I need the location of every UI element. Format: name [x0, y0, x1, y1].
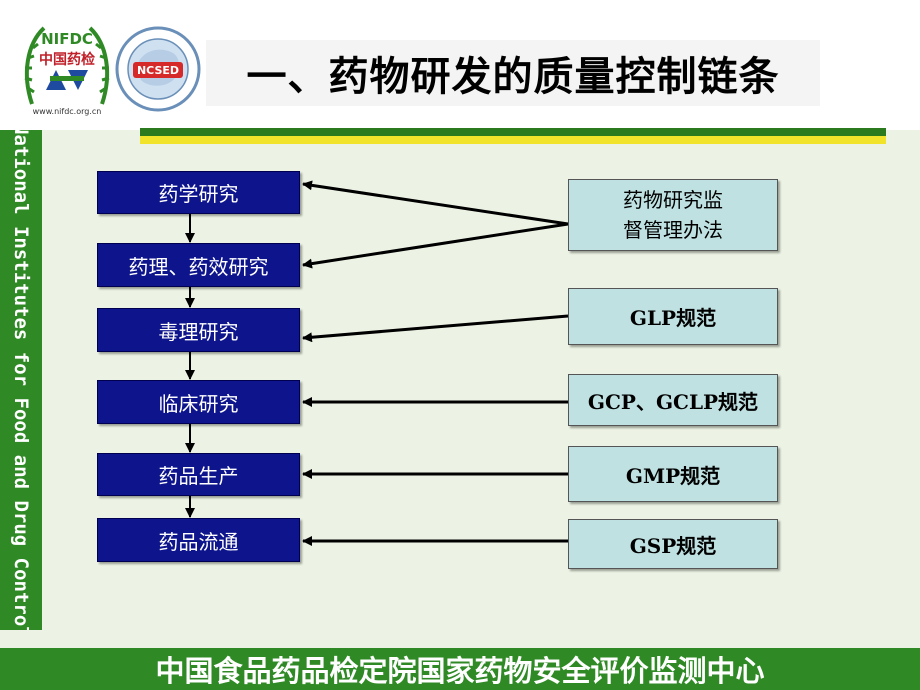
- reg-gcp-gclp: GCP、GCLP规范: [568, 374, 778, 426]
- arrow-reg1-to-step2: [302, 222, 569, 269]
- ncsed-logo: NCSED: [115, 26, 201, 112]
- step-pharmacology-research: 药理、药效研究: [97, 243, 300, 287]
- step-clinical-research: 临床研究: [97, 380, 300, 424]
- footer-text: 中国食品药品检定院国家药物安全评价监测中心: [155, 654, 765, 688]
- header-rule-green: [140, 128, 886, 136]
- header-rule-yellow: [140, 136, 886, 144]
- nifdc-logo-url: www.nifdc.org.cn: [33, 107, 102, 116]
- side-band: National Institutes for Food and Drug Co…: [0, 130, 42, 630]
- step-toxicology-research: 毒理研究: [97, 308, 300, 352]
- step-drug-production: 药品生产: [97, 453, 300, 496]
- side-band-text: National Institutes for Food and Drug Co…: [10, 130, 32, 630]
- nifdc-logo: NIFDC 中国药检 www.nifdc.org.cn: [24, 26, 110, 116]
- ncsed-logo-text: NCSED: [137, 64, 179, 77]
- nifdc-logo-top-text: NIFDC: [41, 30, 93, 48]
- title-box: 一、药物研发的质量控制链条: [206, 40, 820, 106]
- arrow-reg2-to-step3: [302, 314, 569, 343]
- footer-band: 中国食品药品检定院国家药物安全评价监测中心: [0, 648, 920, 690]
- arrow-reg1-to-step1: [302, 180, 569, 226]
- step-pharmaceutical-research: 药学研究: [97, 171, 300, 214]
- reg-gmp: GMP规范: [568, 446, 778, 502]
- step-drug-distribution: 药品流通: [97, 518, 300, 562]
- page-title: 一、药物研发的质量控制链条: [246, 54, 780, 100]
- nifdc-logo-center-text: 中国药检: [39, 51, 95, 68]
- reg-gsp: GSP规范: [568, 519, 778, 569]
- reg-supervision-line1: 药物研究监: [623, 188, 723, 212]
- reg-supervision-line2: 督管理办法: [623, 218, 723, 242]
- reg-glp: GLP规范: [568, 288, 778, 345]
- reg-supervision-measures: 药物研究监 督管理办法: [568, 179, 778, 251]
